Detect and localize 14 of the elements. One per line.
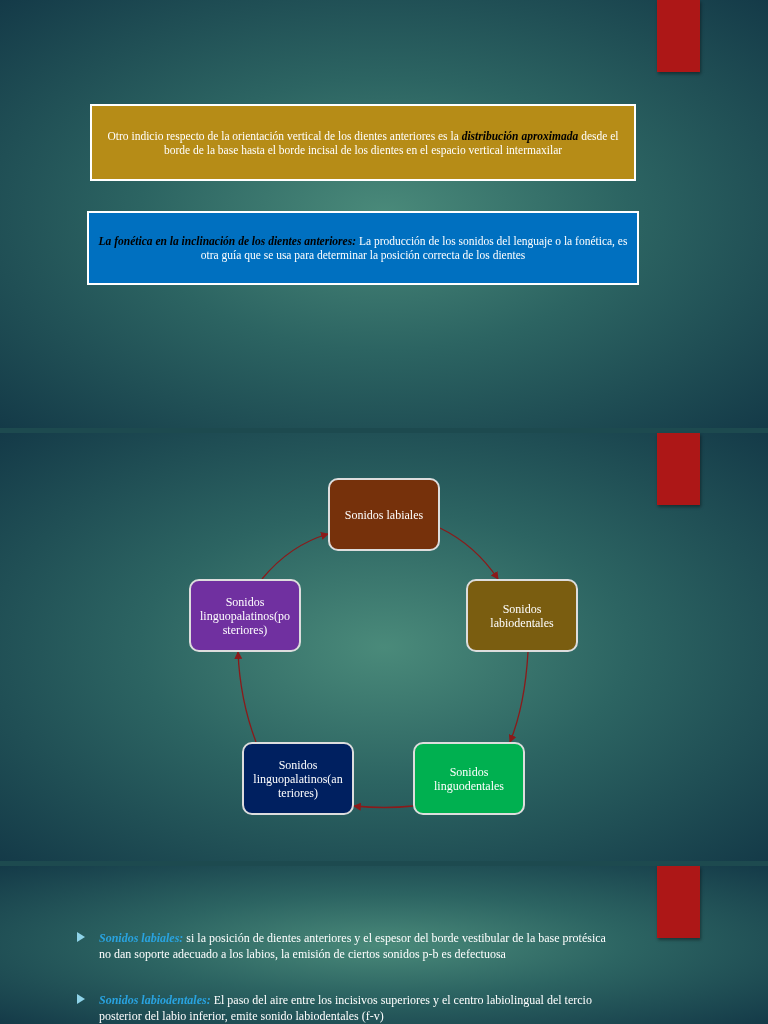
process-box: Sonidos linguodentales — [413, 742, 525, 815]
text-box: Otro indicio respecto de la orientación vertical de los dientes anteriores es la distribución aproximada desde el borde de la base hasta el borde incisal de los dientes en el espacio vertical intermaxilar — [90, 104, 636, 181]
arrow — [353, 802, 414, 811]
process-box: Sonidos labiodentales — [466, 579, 578, 652]
arrow — [439, 527, 499, 580]
bullet-text: Sonidos labiodentales: El paso del aire entre los incisivos superiores y el centro labiolingual del tercio posterior del labio inferior, emite sonido labiodentales (f-v) — [99, 992, 593, 1024]
process-box: Sonidos labiales — [328, 478, 440, 551]
arrow — [508, 651, 529, 743]
arrow — [261, 532, 329, 580]
arrow — [234, 651, 257, 743]
process-box: Sonidos linguopalatinos(an teriores) — [242, 742, 354, 815]
text-box: La fonética en la inclinación de los dientes anteriores: La producción de los sonidos del lenguaje o la fonética, es otra guía que se usa para determinar la posición correcta de los dientes — [87, 211, 639, 285]
bullet-text: Sonidos labiales: si la posición de dientes anteriores y el espesor del borde vestibular de la base protésica no dan soporte adecuado a los labios, la emisión de ciertos sonidos p-b es defectuosa — [99, 930, 607, 962]
process-box: Sonidos linguopalatinos(po steriores) — [189, 579, 301, 652]
